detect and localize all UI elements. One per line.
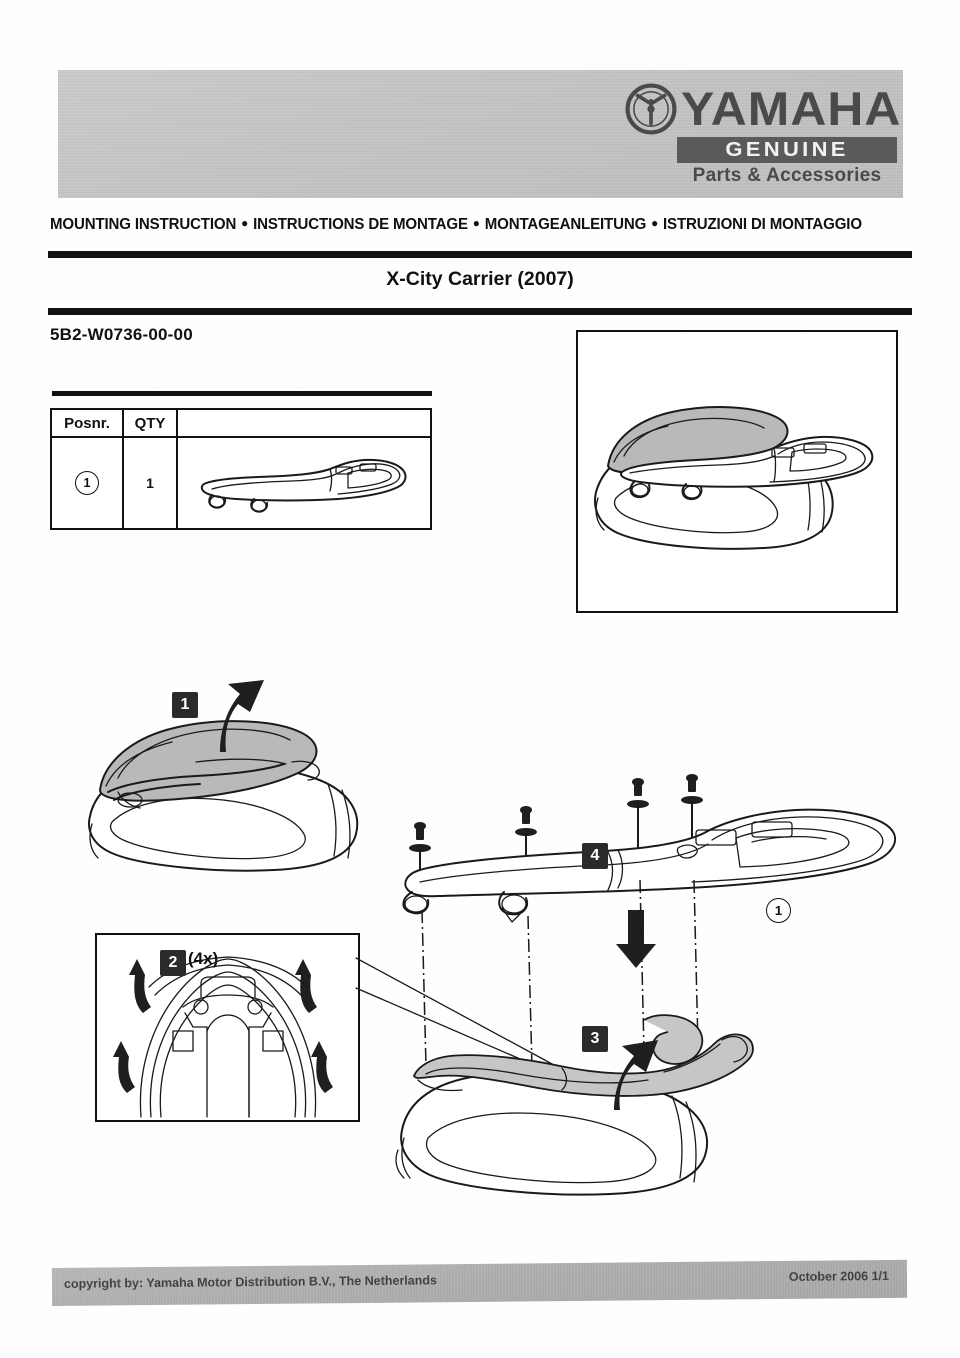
step-3-figure (392, 1000, 812, 1235)
table-cell-qty: 1 (124, 438, 178, 528)
table-cell-part-image (178, 438, 430, 528)
step-2-multiplier: (4x) (188, 949, 219, 968)
step-1-figure (78, 666, 398, 916)
multilingual-instruction-heading: MOUNTING INSTRUCTION ● INSTRUCTIONS DE MON… (50, 216, 899, 234)
heading-separator-3: ● (651, 216, 659, 230)
carrier-rack-part-illustration (200, 458, 407, 513)
heading-de: MONTAGEANLEITUNG (484, 216, 647, 233)
four-fastener-removal-illustration (113, 956, 333, 1118)
horizontal-rule-top (48, 251, 912, 258)
step-badge-2: 2 (160, 950, 186, 976)
table-header-row: Posnr. QTY (52, 410, 430, 438)
part-number-label: 5B2-W0736-00-00 (50, 325, 193, 344)
table-cell-qty-value: 1 (146, 475, 154, 491)
table-header-qty-label: QTY (134, 414, 166, 432)
grab-rail-removal-illustration (395, 1014, 754, 1196)
table-cell-posnr: 1 (52, 438, 124, 528)
bolt-3 (627, 778, 649, 851)
table-header-posnr-label: Posnr. (64, 414, 110, 432)
step-badge-1: 1 (172, 692, 198, 718)
horizontal-rule-above-table (52, 391, 432, 396)
arrow-up-4 (311, 1041, 333, 1093)
table-row: 1 1 (52, 438, 430, 528)
carrier-rack-exploded-figure (392, 782, 916, 968)
arrow-up-3 (113, 1041, 135, 1093)
heading-en: MOUNTING INSTRUCTION (50, 216, 237, 233)
step-badge-4: 4 (582, 843, 608, 869)
heading-separator-2: ● (472, 216, 480, 230)
bolt-4 (681, 774, 703, 841)
genuine-bar: GENUINE (677, 137, 897, 163)
table-header-qty: QTY (124, 410, 178, 438)
bolt-alignment-centerlines (421, 879, 699, 1069)
heading-separator-1: ● (241, 216, 249, 230)
footer-band: copyright by: Yamaha Motor Distribution … (51, 1259, 908, 1306)
yamaha-wordmark-text: YAMAHA (681, 82, 902, 135)
yamaha-tuning-fork-icon (625, 83, 677, 135)
part-callout-1: 1 (766, 898, 791, 923)
seat-removal-illustration (88, 680, 359, 872)
installed-carrier-on-scooter-illustration (594, 406, 874, 550)
parts-accessories-tagline: Parts & Accessories (692, 165, 882, 186)
step-badge-3: 3 (582, 1026, 608, 1052)
table-header-posnr: Posnr. (52, 410, 124, 438)
arrow-up-1 (129, 959, 151, 1013)
table-header-image (178, 410, 430, 438)
finished-assembly-figure-box (576, 330, 898, 613)
heading-it: ISTRUZIONI DI MONTAGGIO (663, 216, 862, 233)
page-title: X-City Carrier (2007) (386, 268, 574, 290)
step-2-detail-box (95, 933, 360, 1122)
carrier-rack-illustration (402, 808, 896, 968)
posnr-circled-1: 1 (75, 471, 99, 495)
footer-copyright: copyright by: Yamaha Motor Distribution … (63, 1273, 438, 1291)
heading-fr: INSTRUCTIONS DE MONTAGE (253, 216, 468, 233)
footer-date: October 2006 1/1 (788, 1268, 889, 1284)
horizontal-rule-bottom (48, 308, 912, 315)
parts-list-table: Posnr. QTY 1 1 (50, 408, 432, 530)
genuine-text: GENUINE (725, 138, 849, 161)
brand-header-band: YAMAHA GENUINE Parts & Accessories (58, 70, 903, 198)
yamaha-logo: YAMAHA GENUINE Parts & Accessories (625, 82, 900, 194)
yamaha-wordmark-row: YAMAHA (625, 82, 900, 136)
